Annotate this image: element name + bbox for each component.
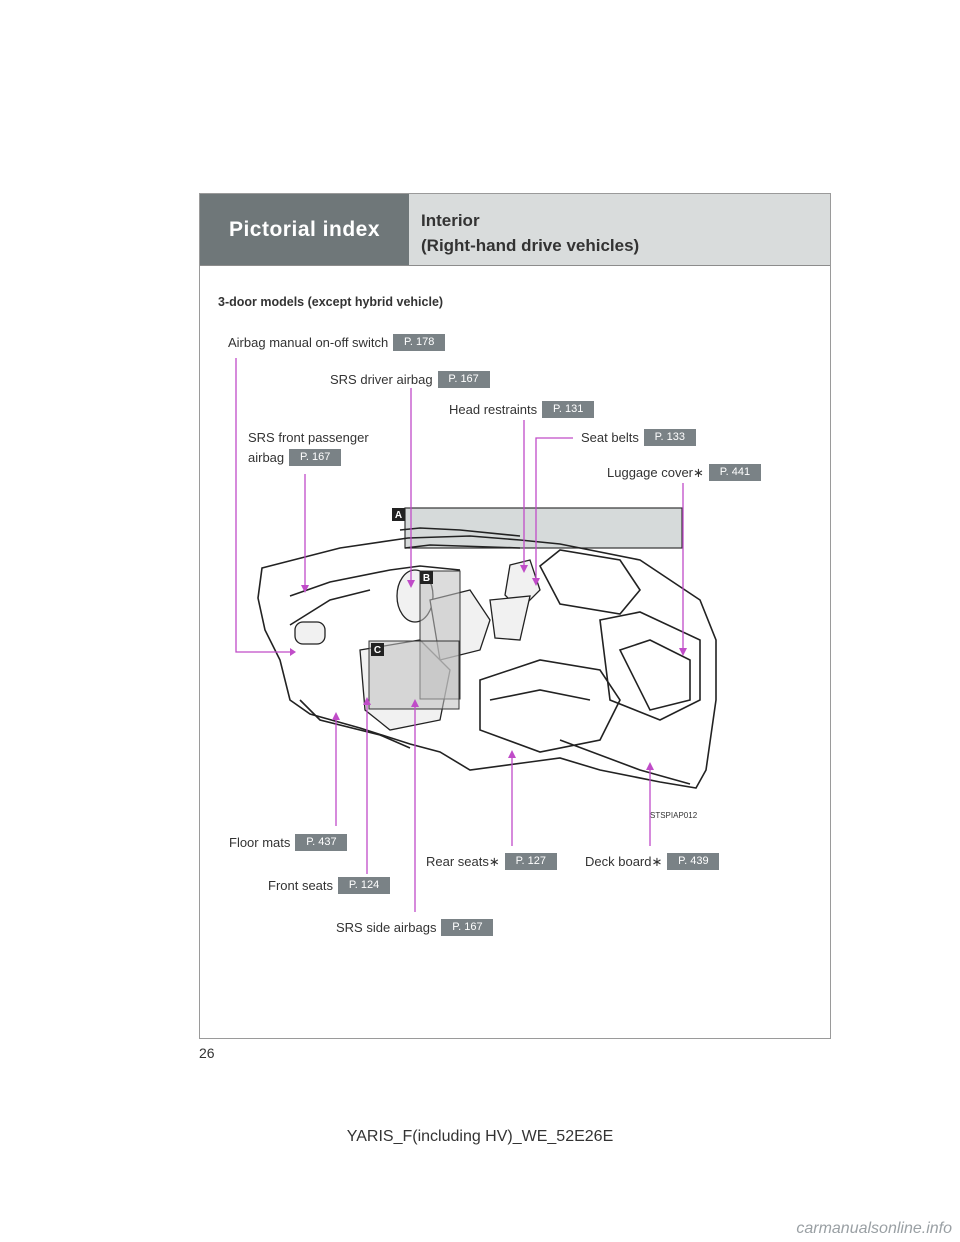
glovebox [294, 621, 326, 645]
page-ref-link[interactable]: P. 167 [289, 449, 342, 466]
page-ref-link[interactable]: P. 131 [542, 401, 595, 418]
marker-c: C [374, 645, 381, 656]
page-header: Pictorial index Interior (Right-hand dri… [200, 194, 830, 266]
callout-label: Front seats [268, 878, 334, 893]
title-line-2: (Right-hand drive vehicles) [421, 236, 640, 255]
callout-arrowheads [290, 565, 687, 770]
callout-passenger-airbag: SRS front passenger airbag P. 167 [248, 430, 369, 466]
leader-seat-belts [535, 437, 573, 578]
watermark: carmanualsonline.info [796, 1220, 952, 1237]
page-ref-link[interactable]: P. 167 [437, 371, 490, 388]
title-line-1: Interior [421, 211, 480, 230]
diagram-markers: A B C [371, 508, 433, 656]
callout-side-airbags: SRS side airbags P. 167 [336, 919, 494, 936]
car-body-outline [257, 527, 717, 789]
image-code: STSPIAP012 [650, 811, 698, 820]
page-ref-link[interactable]: P. 133 [643, 429, 696, 446]
roof-cutaway [404, 507, 683, 549]
page-ref-link[interactable]: P. 441 [708, 464, 761, 481]
callout-front-seats: Front seats P. 124 [268, 877, 391, 894]
callout-rear-seats: Rear seats∗ P. 127 [426, 853, 557, 870]
callout-label: SRS front passenger [248, 430, 369, 445]
callout-label: SRS side airbags [336, 920, 437, 935]
callout-label: Head restraints [449, 402, 538, 417]
page-number: 26 [199, 1045, 215, 1061]
page-ref-link[interactable]: P. 127 [504, 853, 557, 870]
page-ref-link[interactable]: P. 167 [441, 919, 494, 936]
callout-luggage-cover: Luggage cover∗ P. 441 [607, 464, 761, 481]
callout-label: SRS driver airbag [330, 372, 433, 387]
page-frame [199, 193, 831, 1039]
page-ref-link[interactable]: P. 439 [667, 853, 720, 870]
model-subheading: 3-door models (except hybrid vehicle) [218, 295, 444, 309]
callout-floor-mats: Floor mats P. 437 [229, 834, 348, 851]
page-ref-link[interactable]: P. 124 [338, 877, 391, 894]
callout-label: Luggage cover∗ [607, 464, 704, 480]
marker-a: A [395, 510, 402, 521]
callout-deck-board: Deck board∗ P. 439 [585, 853, 720, 870]
callout-label: Seat belts [581, 430, 639, 445]
page-title: Interior (Right-hand drive vehicles) [421, 208, 639, 258]
callout-driver-airbag: SRS driver airbag P. 167 [330, 371, 490, 388]
page-ref-link[interactable]: P. 437 [295, 834, 348, 851]
document-footer: YARIS_F(including HV)_WE_52E26E [346, 1128, 614, 1145]
callout-label: Deck board∗ [585, 853, 663, 869]
page-ref-link[interactable]: P. 178 [393, 334, 446, 351]
callout-label: Airbag manual on-off switch [228, 335, 389, 350]
callout-airbag-switch: Airbag manual on-off switch P. 178 [228, 334, 446, 351]
callout-head-restraints: Head restraints P. 131 [449, 401, 595, 418]
callout-label: airbag [248, 450, 285, 465]
leader-airbag-switch [235, 358, 290, 653]
callout-leaders [235, 358, 684, 912]
callout-seat-belts: Seat belts P. 133 [581, 429, 696, 446]
callout-label: Floor mats [229, 835, 291, 850]
section-tab: Pictorial index [200, 194, 409, 265]
callout-label: Rear seats∗ [426, 853, 500, 869]
marker-b: B [423, 573, 430, 584]
